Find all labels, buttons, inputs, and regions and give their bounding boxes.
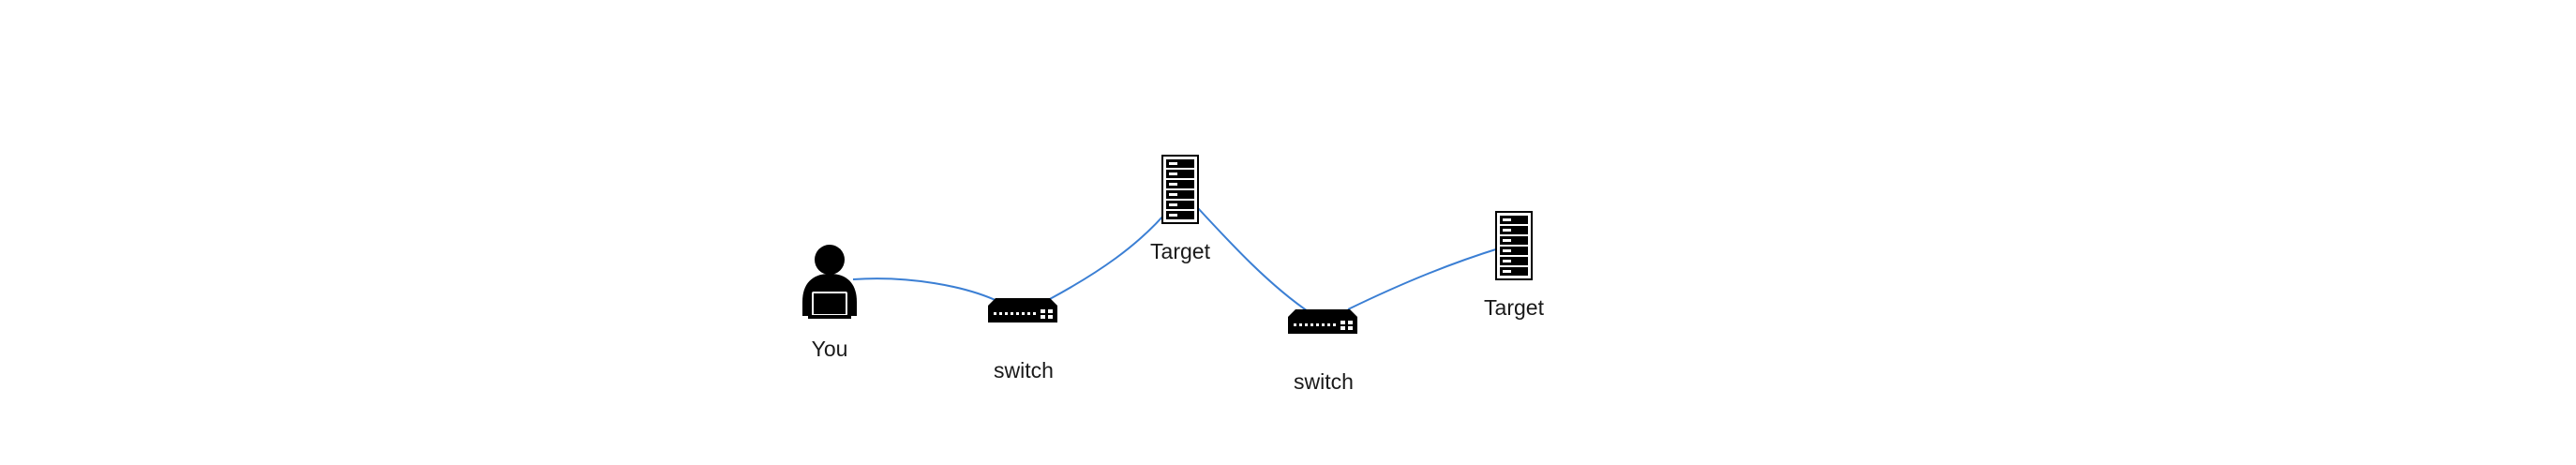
node-switch-2[interactable]: switch: [1288, 309, 1357, 394]
node-target-2[interactable]: Target: [1484, 211, 1545, 320]
edges: [852, 207, 1503, 314]
edge-target1-switch2: [1197, 207, 1311, 314]
edge-switch2-target2: [1347, 247, 1503, 310]
network-switch-icon: [988, 298, 1057, 322]
node-label-switch-1: switch: [994, 358, 1054, 382]
node-target-1[interactable]: Target: [1150, 155, 1211, 263]
node-you[interactable]: You: [802, 245, 857, 361]
server-rack-icon: [1161, 155, 1199, 224]
user-laptop-icon: [802, 245, 857, 319]
node-label-target-2: Target: [1484, 295, 1545, 320]
node-switch-1[interactable]: switch: [988, 298, 1057, 382]
server-rack-icon: [1495, 211, 1533, 280]
node-label-you: You: [812, 337, 848, 361]
network-switch-icon: [1288, 309, 1357, 334]
node-label-switch-2: switch: [1294, 369, 1354, 394]
edge-you-switch1: [852, 278, 1000, 303]
node-label-target-1: Target: [1150, 239, 1211, 263]
edge-switch1-target1: [1047, 207, 1171, 301]
